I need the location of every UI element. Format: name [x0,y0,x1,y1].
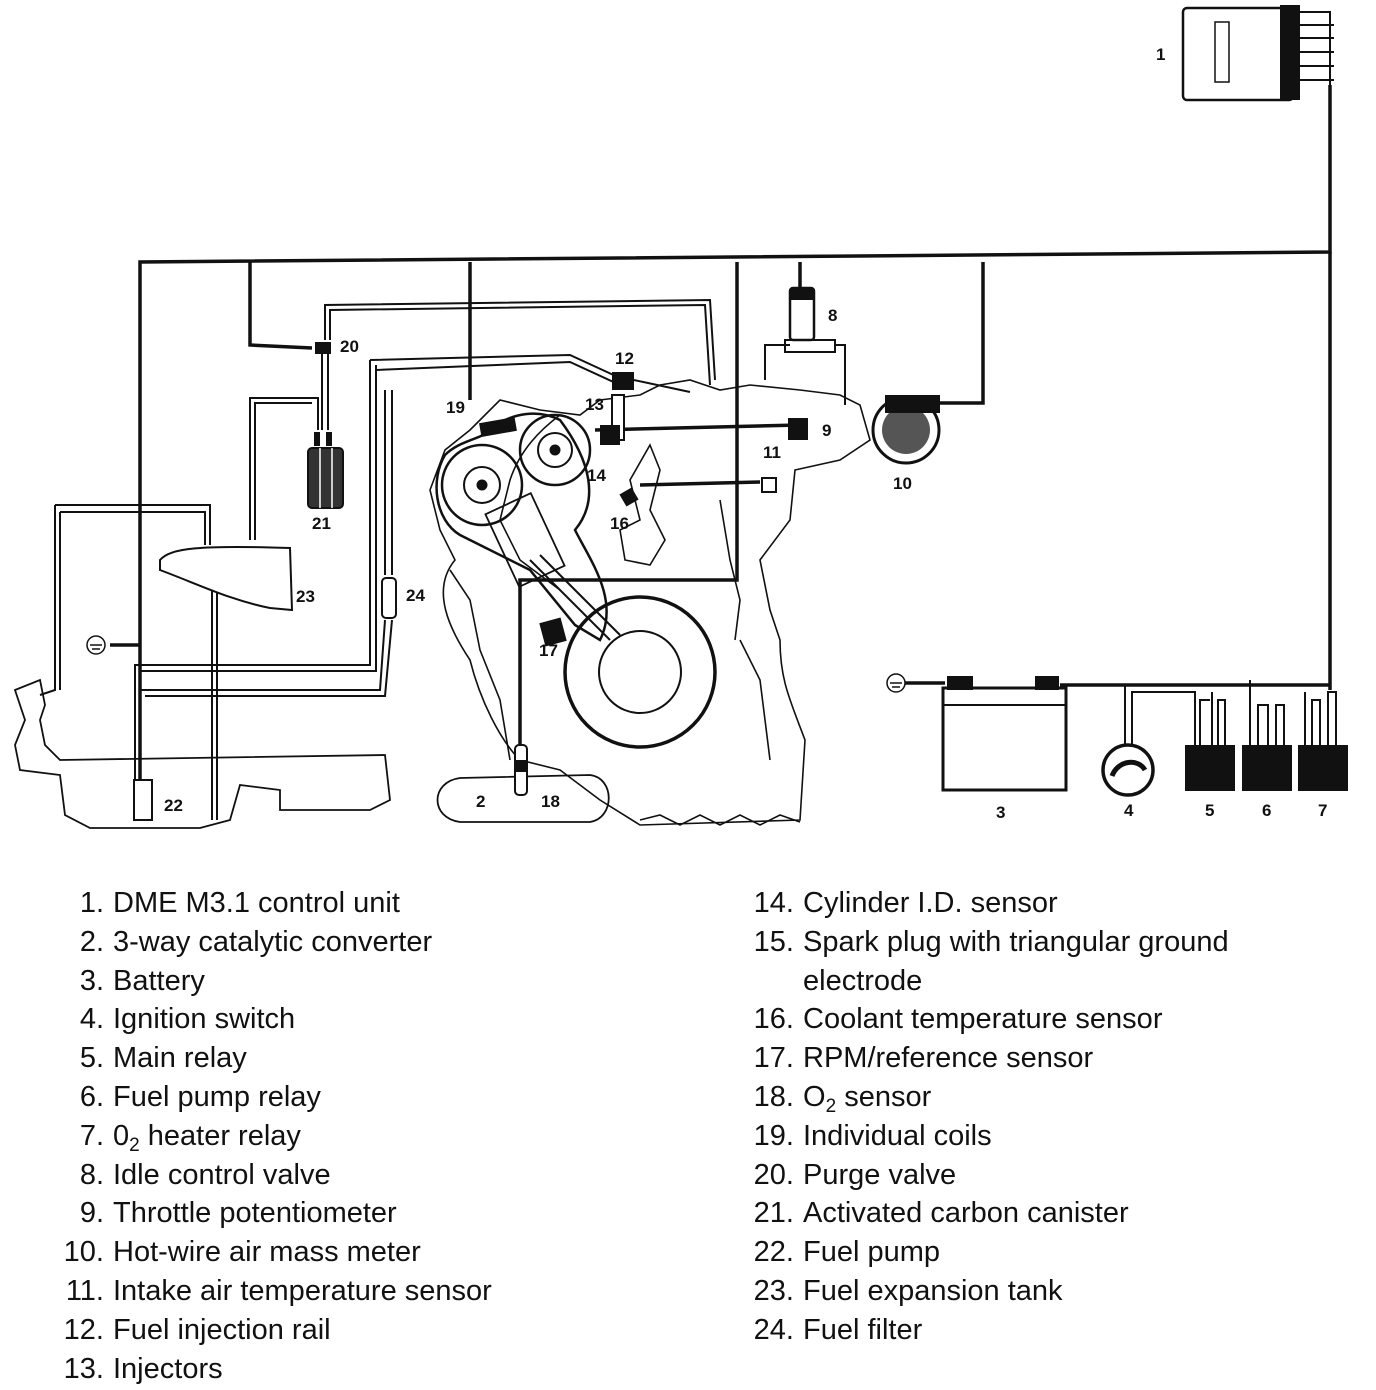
legend-left-column: 1.DME M3.1 control unit 2.3-way catalyti… [52,884,492,1388]
callout-21: 21 [312,514,331,533]
legend-item: 1.DME M3.1 control unit [79,887,400,919]
fuel-pump-22 [133,779,153,821]
legend-item: 20.Purge valve [753,1158,957,1191]
main-relay-5 [1185,745,1235,791]
fuel-filter-24 [381,577,397,619]
ignition-switch-4 [1101,743,1155,797]
o2-heater-relay-7 [1298,745,1348,791]
legend-right-column: 14.Cylinder I.D. sensor 15.Spark plug wi… [744,884,1229,1350]
coolant-temp-sensor-16 [619,487,639,507]
callout-4: 4 [1124,801,1134,820]
legend-item: 7.02 heater relay [79,1119,301,1156]
legend-item: 3.Battery [79,964,205,997]
callout-12: 12 [615,349,634,368]
callout-6: 6 [1262,801,1271,820]
callout-3: 3 [996,803,1005,822]
timing-belt [435,412,621,642]
legend-item: 15.Spark plug with triangular ground [753,925,1229,958]
legend-item: 16.Coolant temperature sensor [753,1003,1163,1036]
callout-18: 18 [541,792,560,811]
callout-10: 10 [893,474,912,493]
carbon-canister-21 [307,432,344,509]
legend-item: 18.O2 sensor [753,1080,932,1117]
callout-5: 5 [1205,801,1214,820]
legend-item: 8.Idle control valve [79,1158,331,1191]
ground-symbols [86,635,906,693]
callout-13: 13 [585,395,604,414]
callout-16: 16 [610,514,629,533]
legend-item: 13.Injectors [63,1352,223,1385]
throttle-potentiometer-9 [788,418,808,440]
callout-7: 7 [1318,801,1327,820]
rpm-sensor-17 [539,617,567,647]
expansion-tank-23 [159,545,294,612]
intake-temp-sensor-11 [761,477,777,493]
callout-19: 19 [446,398,465,417]
legend-item: 14.Cylinder I.D. sensor [753,887,1058,919]
callout-11: 11 [763,443,781,462]
legend-item: 10.Hot-wire air mass meter [63,1236,421,1269]
engine-management-diagram: 1 2 3 4 5 6 7 8 9 10 11 12 13 14 16 17 1… [13,5,1348,829]
legend-item: 5.Main relay [79,1042,247,1075]
legend-item: 12.Fuel injection rail [63,1313,331,1346]
cylinder-id-sensor-14 [600,425,620,445]
injection-rail-12 [612,372,691,393]
legend-item: 2.3-way catalytic converter [79,925,433,958]
callout-20: 20 [340,337,359,356]
callout-9: 9 [822,421,831,440]
legend-item: 6.Fuel pump relay [79,1080,321,1113]
wiring-harness [110,85,1332,780]
engine-outline [429,379,871,826]
legend-item: 22.Fuel pump [753,1236,941,1269]
o2-sensor-18 [514,744,528,796]
legend-item: 11.Intake air temperature sensor [65,1274,492,1307]
air-mass-meter-10 [871,395,941,465]
callout-1: 1 [1156,45,1165,64]
legend-item: 17.RPM/reference sensor [753,1042,1094,1075]
battery-3 [941,676,1068,792]
legend-item: 23.Fuel expansion tank [753,1274,1063,1307]
legend-item-continuation: electrode [803,964,923,997]
catalytic-converter-shape [436,774,610,823]
callout-2: 2 [476,792,485,811]
legend-item: 9.Throttle potentiometer [79,1197,397,1230]
fuel-tank-outline [13,678,391,829]
callout-22: 22 [164,796,183,815]
callout-24: 24 [406,586,425,605]
legend-item: 24.Fuel filter [753,1313,923,1346]
legend-item: 4.Ignition switch [79,1003,296,1036]
fuel-lines [39,11,1337,820]
legend-item: 19.Individual coils [753,1119,992,1152]
idle-control-valve-8 [784,286,836,353]
crank-pulley [563,595,717,749]
callout-8: 8 [828,306,837,325]
individual-coils-19 [479,416,517,438]
callout-17: 17 [539,641,558,660]
fuel-pump-relay-6 [1242,745,1292,791]
callout-14: 14 [587,466,606,485]
control-unit-1 [1181,5,1300,102]
legend-item: 21.Activated carbon canister [753,1197,1129,1230]
purge-valve-20 [315,342,331,354]
callout-23: 23 [296,587,315,606]
